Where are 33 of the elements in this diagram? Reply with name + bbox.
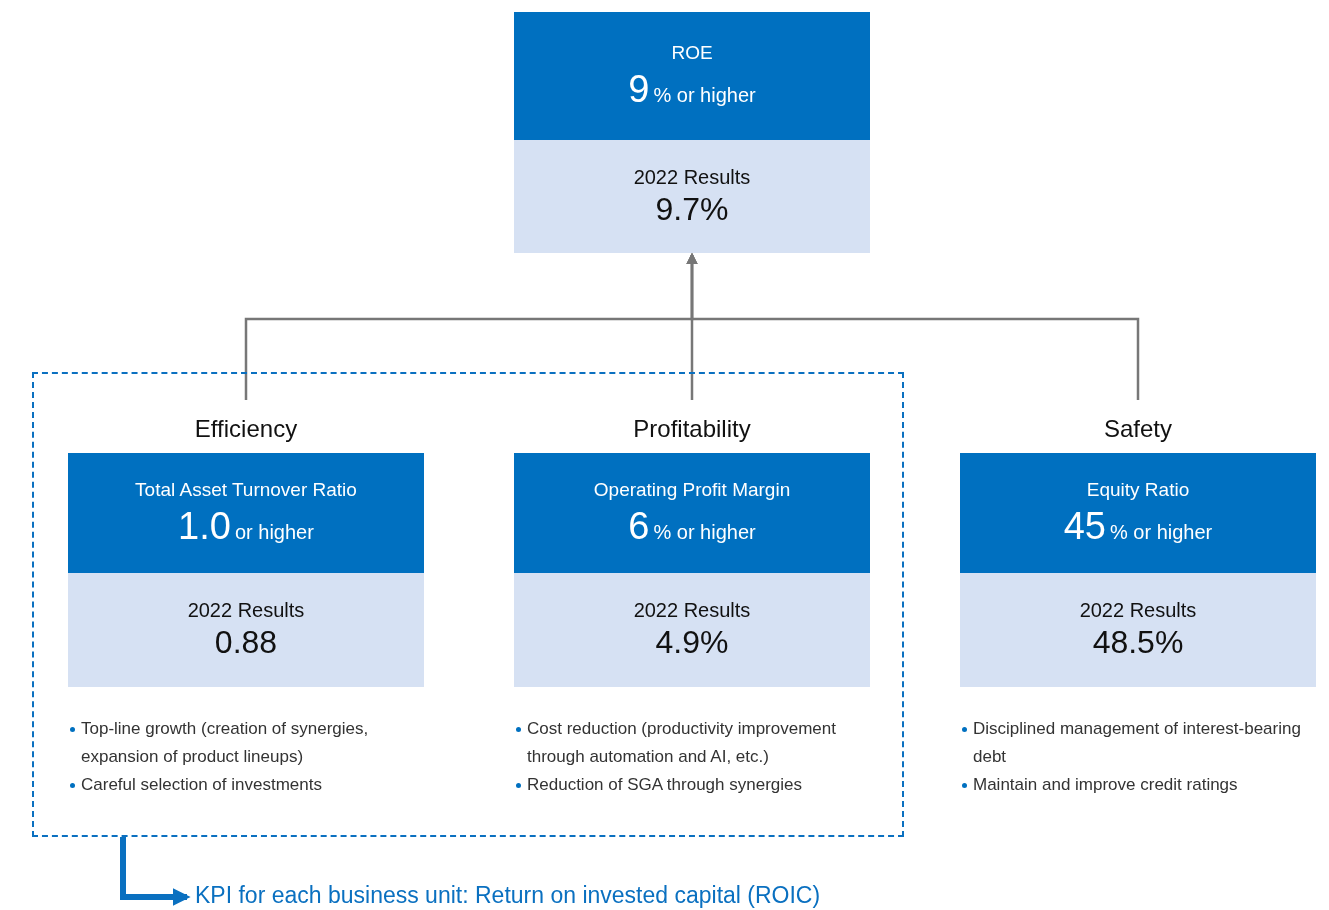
category-heading: Safety (1102, 414, 1173, 444)
results-value: 0.88 (214, 624, 278, 661)
metric-name: Equity Ratio (1086, 478, 1190, 501)
bullet-text: Top-line growth (creation of synergies, expansion of product lineups) (81, 718, 370, 768)
results-label: 2022 Results (633, 165, 751, 189)
results-value: 4.9% (655, 624, 729, 661)
results-label: 2022 Results (1079, 599, 1197, 622)
metric-name: Total Asset Turnover Ratio (135, 478, 357, 501)
results-label: 2022 Results (633, 599, 751, 622)
dashed-group-frame (32, 372, 904, 837)
bullet-text: Reduction of SGA through synergies (527, 774, 802, 796)
bullet-text: Disciplined management of interest-bearing debt (973, 718, 1302, 768)
bullet-text: Cost reduction (productivity improvement through automation and AI, etc.) (527, 718, 837, 768)
results-value: 9.7% (655, 190, 729, 228)
bullet-text: Maintain and improve credit ratings (973, 774, 1238, 796)
target-value: 9 (628, 67, 650, 111)
target-unit: % or higher (1110, 520, 1213, 544)
results-value: 48.5% (1092, 624, 1184, 661)
connector-arrow (686, 252, 1140, 400)
metric-name: ROE (671, 41, 713, 64)
target-unit: % or higher (653, 520, 756, 544)
metric-name: Operating Profit Margin (593, 478, 791, 501)
target-unit: % or higher (653, 83, 756, 107)
results-label: 2022 Results (187, 599, 305, 622)
target-value: 45 (1063, 504, 1106, 548)
bullet-text: Careful selection of investments (81, 774, 322, 796)
kpi-note: KPI for each business unit: Return on invested capital (ROIC) (195, 882, 821, 909)
target-value: 6 (628, 504, 650, 548)
connector-arrow (120, 837, 191, 906)
target-unit: or higher (234, 520, 314, 544)
category-heading: Profitability (632, 414, 752, 444)
category-heading: Efficiency (193, 414, 299, 444)
target-value: 1.0 (178, 504, 231, 548)
